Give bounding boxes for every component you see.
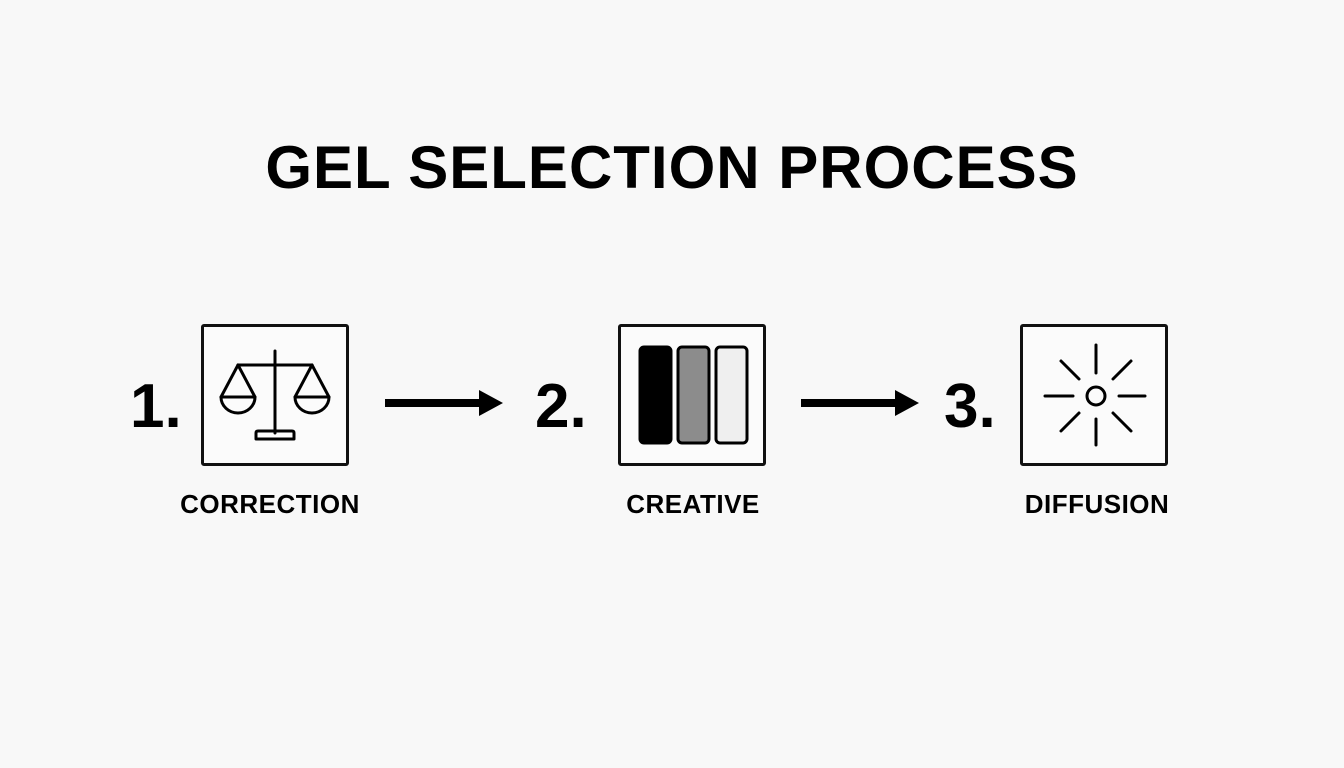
- step-2-icon-box: [618, 324, 766, 466]
- step-2-label: CREATIVE: [626, 489, 760, 519]
- sunburst-icon: [1043, 343, 1147, 447]
- diagram-title: GEL SELECTION PROCESS: [265, 134, 1079, 201]
- step-1-number: 1.: [130, 372, 182, 441]
- color-bars-icon: [638, 345, 749, 445]
- step-1-label: CORRECTION: [180, 489, 360, 519]
- arrow-right-icon: [385, 390, 503, 416]
- step-3-label: DIFFUSION: [1024, 489, 1170, 519]
- step-3-number: 3.: [944, 372, 996, 441]
- balance-scale-icon: [219, 349, 331, 441]
- arrow-right-icon: [801, 390, 919, 416]
- step-1-icon-box: [201, 324, 349, 466]
- step-2-number: 2.: [535, 372, 587, 441]
- step-3-icon-box: [1020, 324, 1168, 466]
